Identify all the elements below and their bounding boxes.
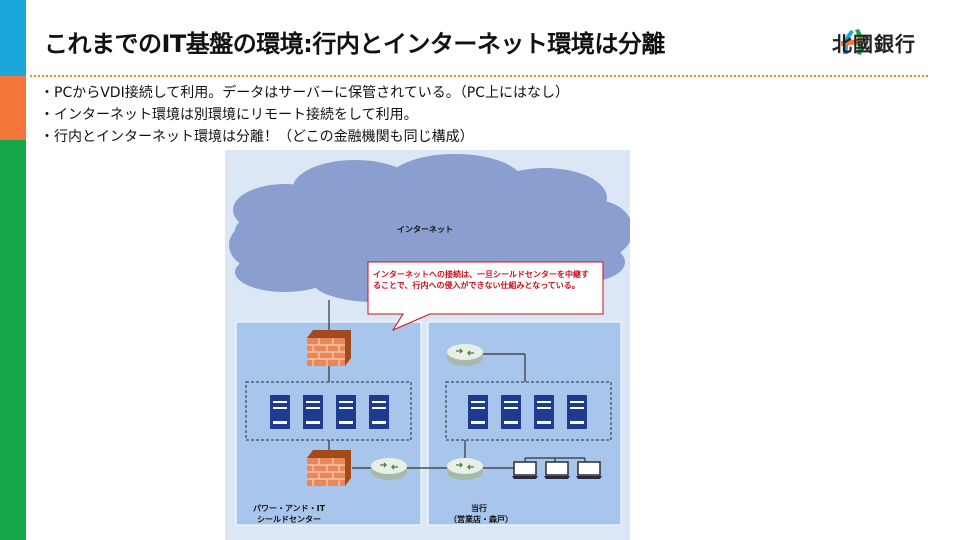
server-icon (567, 395, 587, 429)
bullet-list: ・PCからVDI接続して利用。データはサーバーに保管されている。（PC上にはなし… (40, 82, 569, 148)
firewall-icon (306, 449, 352, 487)
shield-center-label-line1: パワー・アンド・IT (253, 504, 326, 513)
firewall-icon (306, 329, 352, 367)
bank-label-line2: （営業店・森戸） (449, 515, 513, 524)
bank-label-line1: 当行 (471, 504, 487, 513)
bullet-item: ・PCからVDI接続して利用。データはサーバーに保管されている。（PC上にはなし… (40, 85, 569, 101)
router-icon (370, 457, 408, 481)
cloud-label: インターネット (397, 225, 453, 234)
server-icon (468, 395, 488, 429)
router-icon (446, 457, 484, 481)
accent-stripe-blue (0, 0, 26, 76)
bank-logo-icon (841, 29, 867, 55)
server-icon (270, 395, 290, 429)
title-divider (30, 75, 928, 77)
router-icon (446, 343, 484, 367)
server-group-right (445, 381, 612, 441)
callout-box (367, 261, 604, 332)
server-icon (336, 395, 356, 429)
page-title: これまでのIT基盤の環境:行内とインターネット環境は分離 (44, 30, 665, 58)
server-icon (369, 395, 389, 429)
callout-text: インターネットへの接続は、一旦シールドセンターを中継することで、行内への侵入がで… (373, 270, 589, 290)
bullet-item: ・インターネット環境は別環境にリモート接続をして利用。 (40, 107, 418, 123)
accent-stripe-green (0, 140, 26, 540)
server-icon (534, 395, 554, 429)
logo-text: 北國銀行 (832, 32, 916, 56)
laptop-icon (543, 461, 571, 480)
bullet-item: ・行内とインターネット環境は分離！（どこの金融機関も同じ構成） (40, 129, 474, 145)
network-diagram: インターネット インターネットへの接続は、一旦シールドセンターを中継することで、… (225, 150, 630, 540)
server-icon (501, 395, 521, 429)
laptop-icon (511, 461, 539, 480)
shield-center-label-line2: シールドセンター (257, 515, 321, 524)
server-icon (303, 395, 323, 429)
accent-stripe-orange (0, 76, 26, 140)
laptop-icon (575, 461, 603, 480)
